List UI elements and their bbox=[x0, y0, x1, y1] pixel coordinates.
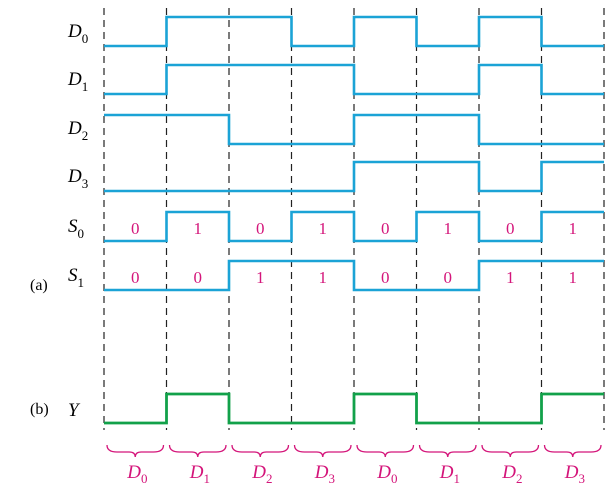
selector-bits: 0 1 0 1 0 1 0 1 0 0 1 1 0 0 1 1 bbox=[131, 219, 577, 287]
selector-bit: 0 bbox=[194, 268, 203, 287]
signal-label-d3: D3 bbox=[67, 166, 88, 191]
selector-bit: 0 bbox=[256, 219, 265, 238]
selector-bit: 0 bbox=[381, 268, 390, 287]
brace bbox=[106, 444, 165, 458]
brace bbox=[231, 444, 290, 458]
waveform-d1 bbox=[104, 63, 604, 96]
brace bbox=[418, 444, 477, 458]
brace bbox=[543, 444, 602, 458]
selector-bit: 1 bbox=[319, 268, 328, 287]
selected-input-label: D1 bbox=[439, 462, 460, 486]
selector-bit: 1 bbox=[256, 268, 265, 287]
brace bbox=[168, 444, 227, 458]
selector-bit: 1 bbox=[569, 268, 578, 287]
selected-input-label: D3 bbox=[314, 462, 335, 486]
signal-label-d0: D0 bbox=[67, 21, 88, 46]
selected-input-braces: D0 D1 D2 D3 D0 D1 D2 D3 bbox=[106, 444, 602, 486]
signal-label-s0: S0 bbox=[68, 216, 84, 241]
waveform-y bbox=[104, 392, 604, 425]
signal-label-s1: S1 bbox=[68, 265, 84, 290]
selector-bit: 0 bbox=[506, 219, 515, 238]
signal-label-d2: D2 bbox=[67, 118, 88, 143]
selected-input-label: D0 bbox=[126, 462, 147, 486]
brace bbox=[356, 444, 415, 458]
part-label-a: (a) bbox=[30, 277, 48, 294]
selector-bit: 1 bbox=[194, 219, 203, 238]
waveform-s1 bbox=[104, 259, 604, 292]
selector-bit: 1 bbox=[569, 219, 578, 238]
brace bbox=[481, 444, 540, 458]
selected-input-label: D2 bbox=[501, 462, 522, 486]
selector-bit: 1 bbox=[444, 219, 453, 238]
selector-bit: 0 bbox=[131, 268, 140, 287]
waveform-d2 bbox=[104, 113, 604, 146]
brace bbox=[293, 444, 352, 458]
selected-input-label: D0 bbox=[376, 462, 397, 486]
part-label-b: (b) bbox=[30, 401, 49, 418]
waveform-d0 bbox=[104, 15, 604, 48]
selector-bit: 1 bbox=[319, 219, 328, 238]
selected-input-label: D1 bbox=[189, 462, 210, 486]
waveform-d3 bbox=[104, 160, 604, 193]
selector-bit: 0 bbox=[131, 219, 140, 238]
selector-bit: 0 bbox=[381, 219, 390, 238]
signal-label-y: Y bbox=[68, 400, 81, 421]
waveform-s0 bbox=[104, 210, 604, 243]
selector-bit: 1 bbox=[506, 268, 515, 287]
selected-input-label: D2 bbox=[251, 462, 272, 486]
waveforms bbox=[104, 15, 604, 425]
selected-input-label: D3 bbox=[564, 462, 585, 486]
signal-label-d1: D1 bbox=[67, 69, 88, 94]
selector-bit: 0 bbox=[444, 268, 453, 287]
